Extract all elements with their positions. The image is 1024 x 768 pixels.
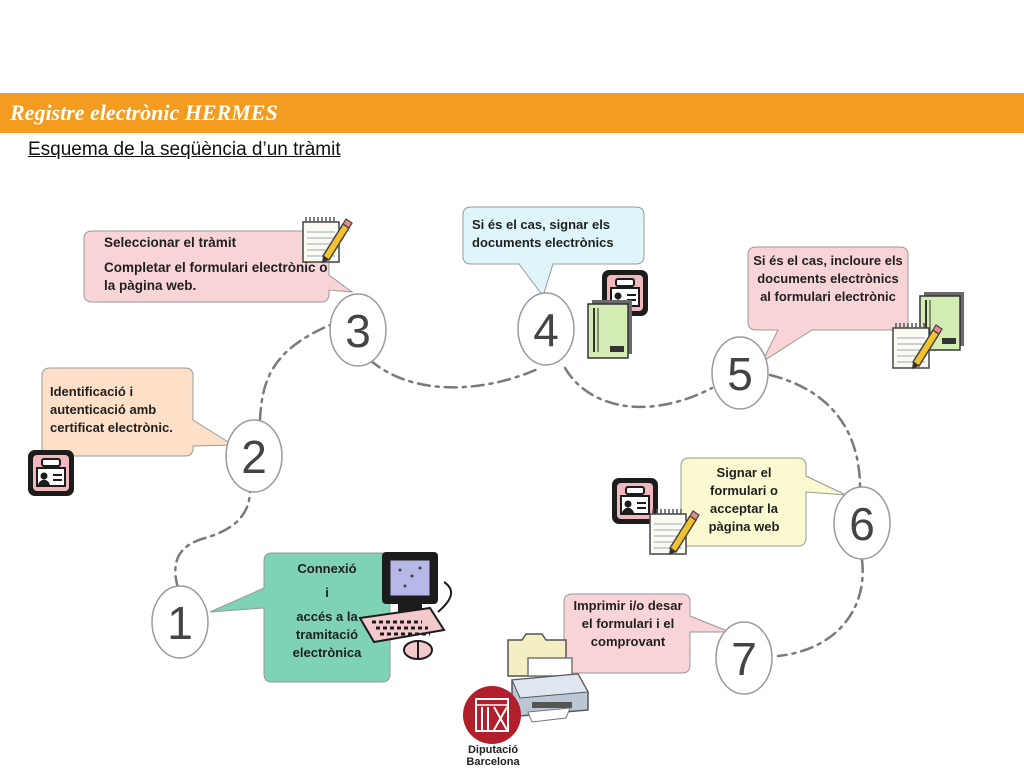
step-5-circle — [711, 336, 769, 410]
note-1: Connexió i accés a la tramitació electrò… — [268, 560, 386, 662]
step-1-circle — [151, 585, 209, 659]
step-2-number: 2 — [241, 431, 267, 483]
note-7-bubble — [563, 593, 731, 674]
step-2-circle — [225, 419, 283, 493]
page-subtitle: Esquema de la seqüència d’un tràmit — [28, 139, 341, 160]
page-title: Registre electrònic HERMES — [10, 100, 278, 125]
logo-caption-line: Diputació — [467, 744, 519, 756]
document-icon — [587, 299, 633, 359]
logo-caption: Diputació Barcelona — [462, 744, 524, 768]
note-4-line: Si és el cas, signar els documents elect… — [472, 217, 614, 250]
logo-caption-line: Barcelona — [466, 755, 520, 768]
step-6-circle — [833, 486, 891, 560]
step-4-circle — [517, 292, 575, 366]
step-5-number: 5 — [727, 348, 753, 400]
note-3-line: Seleccionar el tràmit — [104, 235, 237, 250]
connector-6-7 — [776, 558, 864, 658]
note-6-line: Signar el formulari o acceptar la pàgina… — [708, 465, 780, 534]
step-7-number: 7 — [731, 633, 757, 685]
connector-5-6 — [768, 373, 862, 490]
step-6-number: 6 — [849, 498, 875, 550]
note-6: Signar el formulari o acceptar la pàgina… — [690, 464, 798, 536]
note-3-line: Completar el formulari electrònic o la p… — [104, 259, 328, 294]
diputacio-logo — [463, 686, 521, 744]
note-5-bubble — [747, 246, 909, 364]
note-2: Identificació i autenticació amb certifi… — [50, 383, 190, 437]
note-7-line: Imprimir i/o desar el formulari i el com… — [573, 598, 683, 649]
step-3-circle — [329, 293, 387, 367]
header-bar — [0, 93, 1024, 133]
note-4: Si és el cas, signar els documents elect… — [472, 216, 637, 252]
step-1-number: 1 — [167, 597, 193, 649]
connector-4-5 — [563, 366, 714, 409]
note-6-bubble — [680, 457, 847, 547]
connector-1-2 — [174, 488, 252, 590]
connector-2-3 — [258, 323, 332, 422]
note-5: Si és el cas, incloure els documents ele… — [752, 252, 904, 306]
id-card-icon — [27, 449, 75, 497]
note-3: Seleccionar el tràmit Completar el formu… — [104, 234, 328, 296]
note-1-line: i — [325, 584, 329, 600]
note-5-line: Si és el cas, incloure els documents ele… — [753, 253, 903, 304]
note-1-line: Connexió — [297, 561, 357, 576]
step-4-number: 4 — [533, 304, 559, 356]
printer-icon — [511, 657, 589, 723]
note-2-bubble — [41, 367, 235, 457]
note-7: Imprimir i/o desar el formulari i el com… — [572, 597, 684, 651]
computer-icon — [358, 552, 453, 660]
connector-3-4 — [368, 358, 542, 389]
note-4-bubble — [462, 206, 645, 298]
note-1-line: accés a la tramitació electrònica — [292, 608, 362, 660]
note-2-line: Identificació i autenticació amb certifi… — [50, 384, 173, 435]
step-3-number: 3 — [345, 305, 371, 357]
step-7-circle — [715, 621, 773, 695]
